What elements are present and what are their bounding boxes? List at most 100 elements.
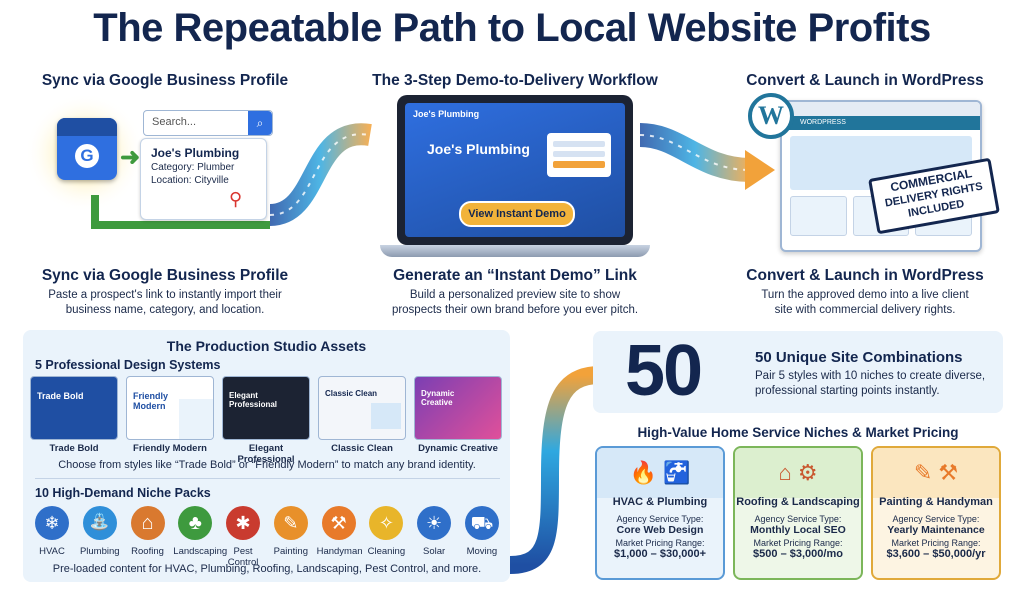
business-category: Category: Plumber [151, 162, 235, 173]
map-pin-icon: ⚲ [229, 189, 243, 209]
card-title: Roofing & Landscaping [736, 496, 860, 508]
truck-icon: ⛟ [464, 506, 499, 540]
design-thumb-text: Dynamic Creative [421, 389, 455, 407]
demo-form [547, 133, 611, 177]
design-systems-row: Trade Bold Trade Bold Friendly Modern Fr… [30, 376, 504, 465]
design-dynamic-creative[interactable]: Dynamic Creative Dynamic Creative [414, 376, 502, 465]
bug-icon: ✱ [226, 506, 261, 540]
niche-label: Plumbing [79, 546, 120, 557]
pricing-card-painting-handyman: ✎ ⚒ Painting & Handyman Agency Service T… [871, 446, 1001, 580]
niche-caption: Pre-loaded content for HVAC, Plumbing, R… [52, 563, 482, 575]
card-type-label: Agency Service Type: [892, 514, 980, 524]
flame-faucet-icon: 🔥 🚰 [597, 448, 723, 498]
niche-pest-control[interactable]: ✱ Pest Control [221, 506, 265, 568]
design-label: Friendly Modern [133, 443, 207, 454]
roof-icon: ⌂ [130, 506, 165, 540]
search-icon[interactable]: ⌕ [248, 111, 272, 135]
demo-logo: Joe's Plumbing [413, 109, 480, 119]
design-label: Elegant Professional [237, 443, 295, 465]
arrow-right-icon: ➜ [120, 144, 141, 171]
design-label: Trade Bold [49, 443, 99, 454]
step-3-text: Turn the approved demo into a live clien… [761, 289, 969, 316]
brush-tools-icon: ✎ ⚒ [873, 448, 999, 498]
card-type-label: Agency Service Type: [616, 514, 704, 524]
pricing-card-roofing-landscaping: ⌂ ⚙ Roofing & Landscaping Agency Service… [733, 446, 863, 580]
design-elegant-professional[interactable]: Elegant Professional Elegant Professiona… [222, 376, 310, 465]
tree-icon: ♣ [178, 506, 213, 540]
design-thumb-text: Trade Bold [37, 391, 84, 401]
niche-label: Solar [423, 546, 446, 557]
niche-label: Cleaning [367, 546, 406, 557]
business-name: Joe's Plumbing [151, 146, 240, 160]
card-type: Core Web Design [616, 524, 704, 536]
niche-hvac[interactable]: ❄ HVAC [30, 506, 74, 568]
studio-title: The Production Studio Assets [166, 338, 367, 354]
label-workflow: The 3-Step Demo-to-Delivery Workflow [372, 72, 658, 89]
combinations-panel [593, 331, 1003, 413]
card-range: $3,600 – $50,000/yr [886, 548, 986, 560]
card-type-label: Agency Service Type: [754, 514, 842, 524]
card-range-label: Market Pricing Range: [615, 538, 705, 548]
production-studio-panel [23, 330, 510, 582]
design-friendly-modern[interactable]: Friendly Modern Friendly Modern [126, 376, 214, 465]
niche-painting[interactable]: ✎ Painting [269, 506, 313, 568]
niche-label: HVAC [39, 546, 65, 557]
card-range: $1,000 – $30,000+ [613, 548, 707, 560]
search-bar[interactable]: Search... ⌕ [143, 110, 273, 136]
niche-cleaning[interactable]: ✧ Cleaning [364, 506, 408, 568]
niche-plumbing[interactable]: ⛲ Plumbing [78, 506, 122, 568]
hvac-icon: ❄ [35, 506, 69, 540]
house-mower-icon: ⌂ ⚙ [735, 448, 861, 498]
design-thumb-text: Classic Clean [325, 389, 378, 398]
label-convert: Convert & Launch in WordPress [746, 72, 984, 89]
niche-label: Landscaping [173, 546, 228, 557]
pricing-card-hvac-plumbing: 🔥 🚰 HVAC & Plumbing Agency Service Type:… [595, 446, 725, 580]
divider [35, 478, 500, 479]
combinations-text: Pair 5 styles with 10 niches to create d… [755, 370, 986, 397]
niche-handyman[interactable]: ⚒ Handyman [316, 506, 363, 568]
design-thumb-text: Friendly Modern [133, 391, 169, 411]
business-location: Location: Cityville [151, 175, 229, 186]
laptop-base [380, 245, 650, 257]
business-profile-card: Joe's Plumbing Category: Plumber Locatio… [140, 138, 267, 220]
card-range-label: Market Pricing Range: [753, 538, 843, 548]
niche-label: Pest Control [227, 546, 259, 568]
card-range: $500 – $3,000/mo [753, 548, 843, 560]
paintbrush-icon: ✎ [273, 506, 308, 540]
niche-solar[interactable]: ☀ Solar [412, 506, 456, 568]
design-trade-bold[interactable]: Trade Bold Trade Bold [30, 376, 118, 465]
step-1-title: Sync via Google Business Profile [41, 267, 289, 284]
g-letter: G [75, 144, 99, 168]
card-range-label: Market Pricing Range: [891, 538, 981, 548]
combinations-title: 50 Unique Site Combinations [755, 349, 963, 366]
google-business-icon: G [57, 118, 117, 180]
card-title: HVAC & Plumbing [612, 496, 708, 508]
design-caption: Choose from styles like “Trade Bold” or … [58, 459, 476, 471]
niche-label: Handyman [316, 546, 363, 557]
niche-packs-row: ❄ HVAC ⛲ Plumbing ⌂ Roofing ♣ Landscapin… [30, 506, 504, 568]
niche-packs-heading: 10 High-Demand Niche Packs [35, 486, 211, 500]
bucket-icon: ✧ [369, 506, 404, 540]
niche-roofing[interactable]: ⌂ Roofing [126, 506, 170, 568]
niche-label: Painting [273, 546, 308, 557]
design-label: Classic Clean [331, 443, 393, 454]
design-systems-heading: 5 Professional Design Systems [35, 358, 221, 372]
niche-label: Roofing [131, 546, 164, 557]
design-thumb [31, 377, 117, 439]
design-classic-clean[interactable]: Classic Clean Classic Clean [318, 376, 406, 465]
search-placeholder: Search... [152, 116, 197, 128]
step-2-title: Generate an “Instant Demo” Link [393, 267, 637, 284]
niche-label: Moving [466, 546, 498, 557]
niche-moving[interactable]: ⛟ Moving [460, 506, 504, 568]
card-title: Painting & Handyman [879, 496, 993, 508]
niche-landscaping[interactable]: ♣ Landscaping [173, 506, 228, 568]
solar-panel-icon: ☀ [417, 506, 452, 540]
faucet-icon: ⛲ [82, 506, 117, 540]
wordpress-brand: WORDPRESS [782, 116, 980, 130]
design-label: Dynamic Creative [418, 443, 498, 454]
view-demo-button[interactable]: View Instant Demo [459, 201, 575, 227]
label-sync: Sync via Google Business Profile [41, 72, 289, 89]
tools-icon: ⚒ [321, 506, 356, 540]
page-title: The Repeatable Path to Local Website Pro… [93, 6, 931, 50]
design-thumb-text: Elegant Professional [229, 391, 278, 409]
